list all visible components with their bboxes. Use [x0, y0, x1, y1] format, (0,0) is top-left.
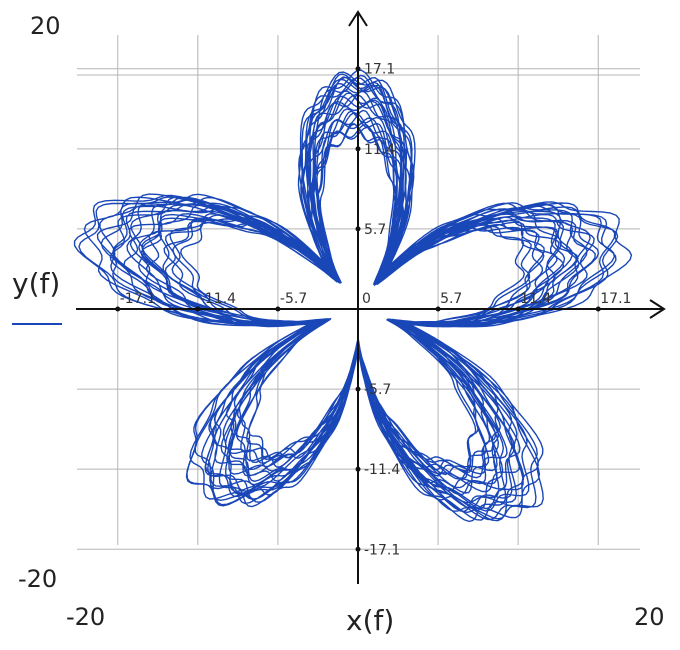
x-axis-arrow: [649, 299, 666, 319]
y-tick-label: -17.1: [364, 542, 400, 558]
y-tick-dot: [355, 386, 361, 392]
y-tick-label: 11.4: [364, 142, 395, 158]
x-tick-label: 5.7: [440, 291, 462, 307]
y-tick-label: -5.7: [364, 382, 391, 398]
y-tick-dot: [355, 226, 361, 232]
x-tick-label: 17.1: [600, 291, 631, 307]
y-min-label: -20: [18, 565, 58, 593]
x-min-label: -20: [66, 603, 106, 631]
x-axis-title: x(f): [346, 604, 395, 637]
x-tick-dot: [435, 306, 441, 312]
x-tick-label: -11.4: [200, 291, 236, 307]
x-tick-label: -17.1: [120, 291, 156, 307]
x-tick-dot: [195, 306, 201, 312]
y-tick-label: 17.1: [364, 62, 395, 78]
y-tick-dot: [355, 546, 361, 552]
x-tick-dot: [275, 306, 281, 312]
x-tick-dot: [595, 306, 601, 312]
x-tick-dot: [515, 306, 521, 312]
y-tick-dot: [355, 66, 361, 72]
y-axis-title: y(f): [12, 267, 61, 300]
y-tick-label: 5.7: [364, 222, 386, 238]
y-tick-dot: [355, 146, 361, 152]
x-tick-label: 11.4: [520, 291, 551, 307]
x-tick-label: 0: [362, 291, 371, 307]
y-tick-dot: [355, 466, 361, 472]
x-tick-dot: [115, 306, 121, 312]
x-max-label: 20: [634, 603, 665, 631]
y-max-label: 20: [30, 12, 61, 40]
y-tick-label: -11.4: [364, 462, 400, 478]
y-axis-arrow: [348, 10, 368, 27]
tick-layer: -17.1 -11.4 -5.7 0 5.7 11.4 17.1 17.1 11.4 5.7 -5.…: [115, 62, 631, 558]
axes: [76, 10, 666, 584]
x-tick-label: -5.7: [280, 291, 307, 307]
